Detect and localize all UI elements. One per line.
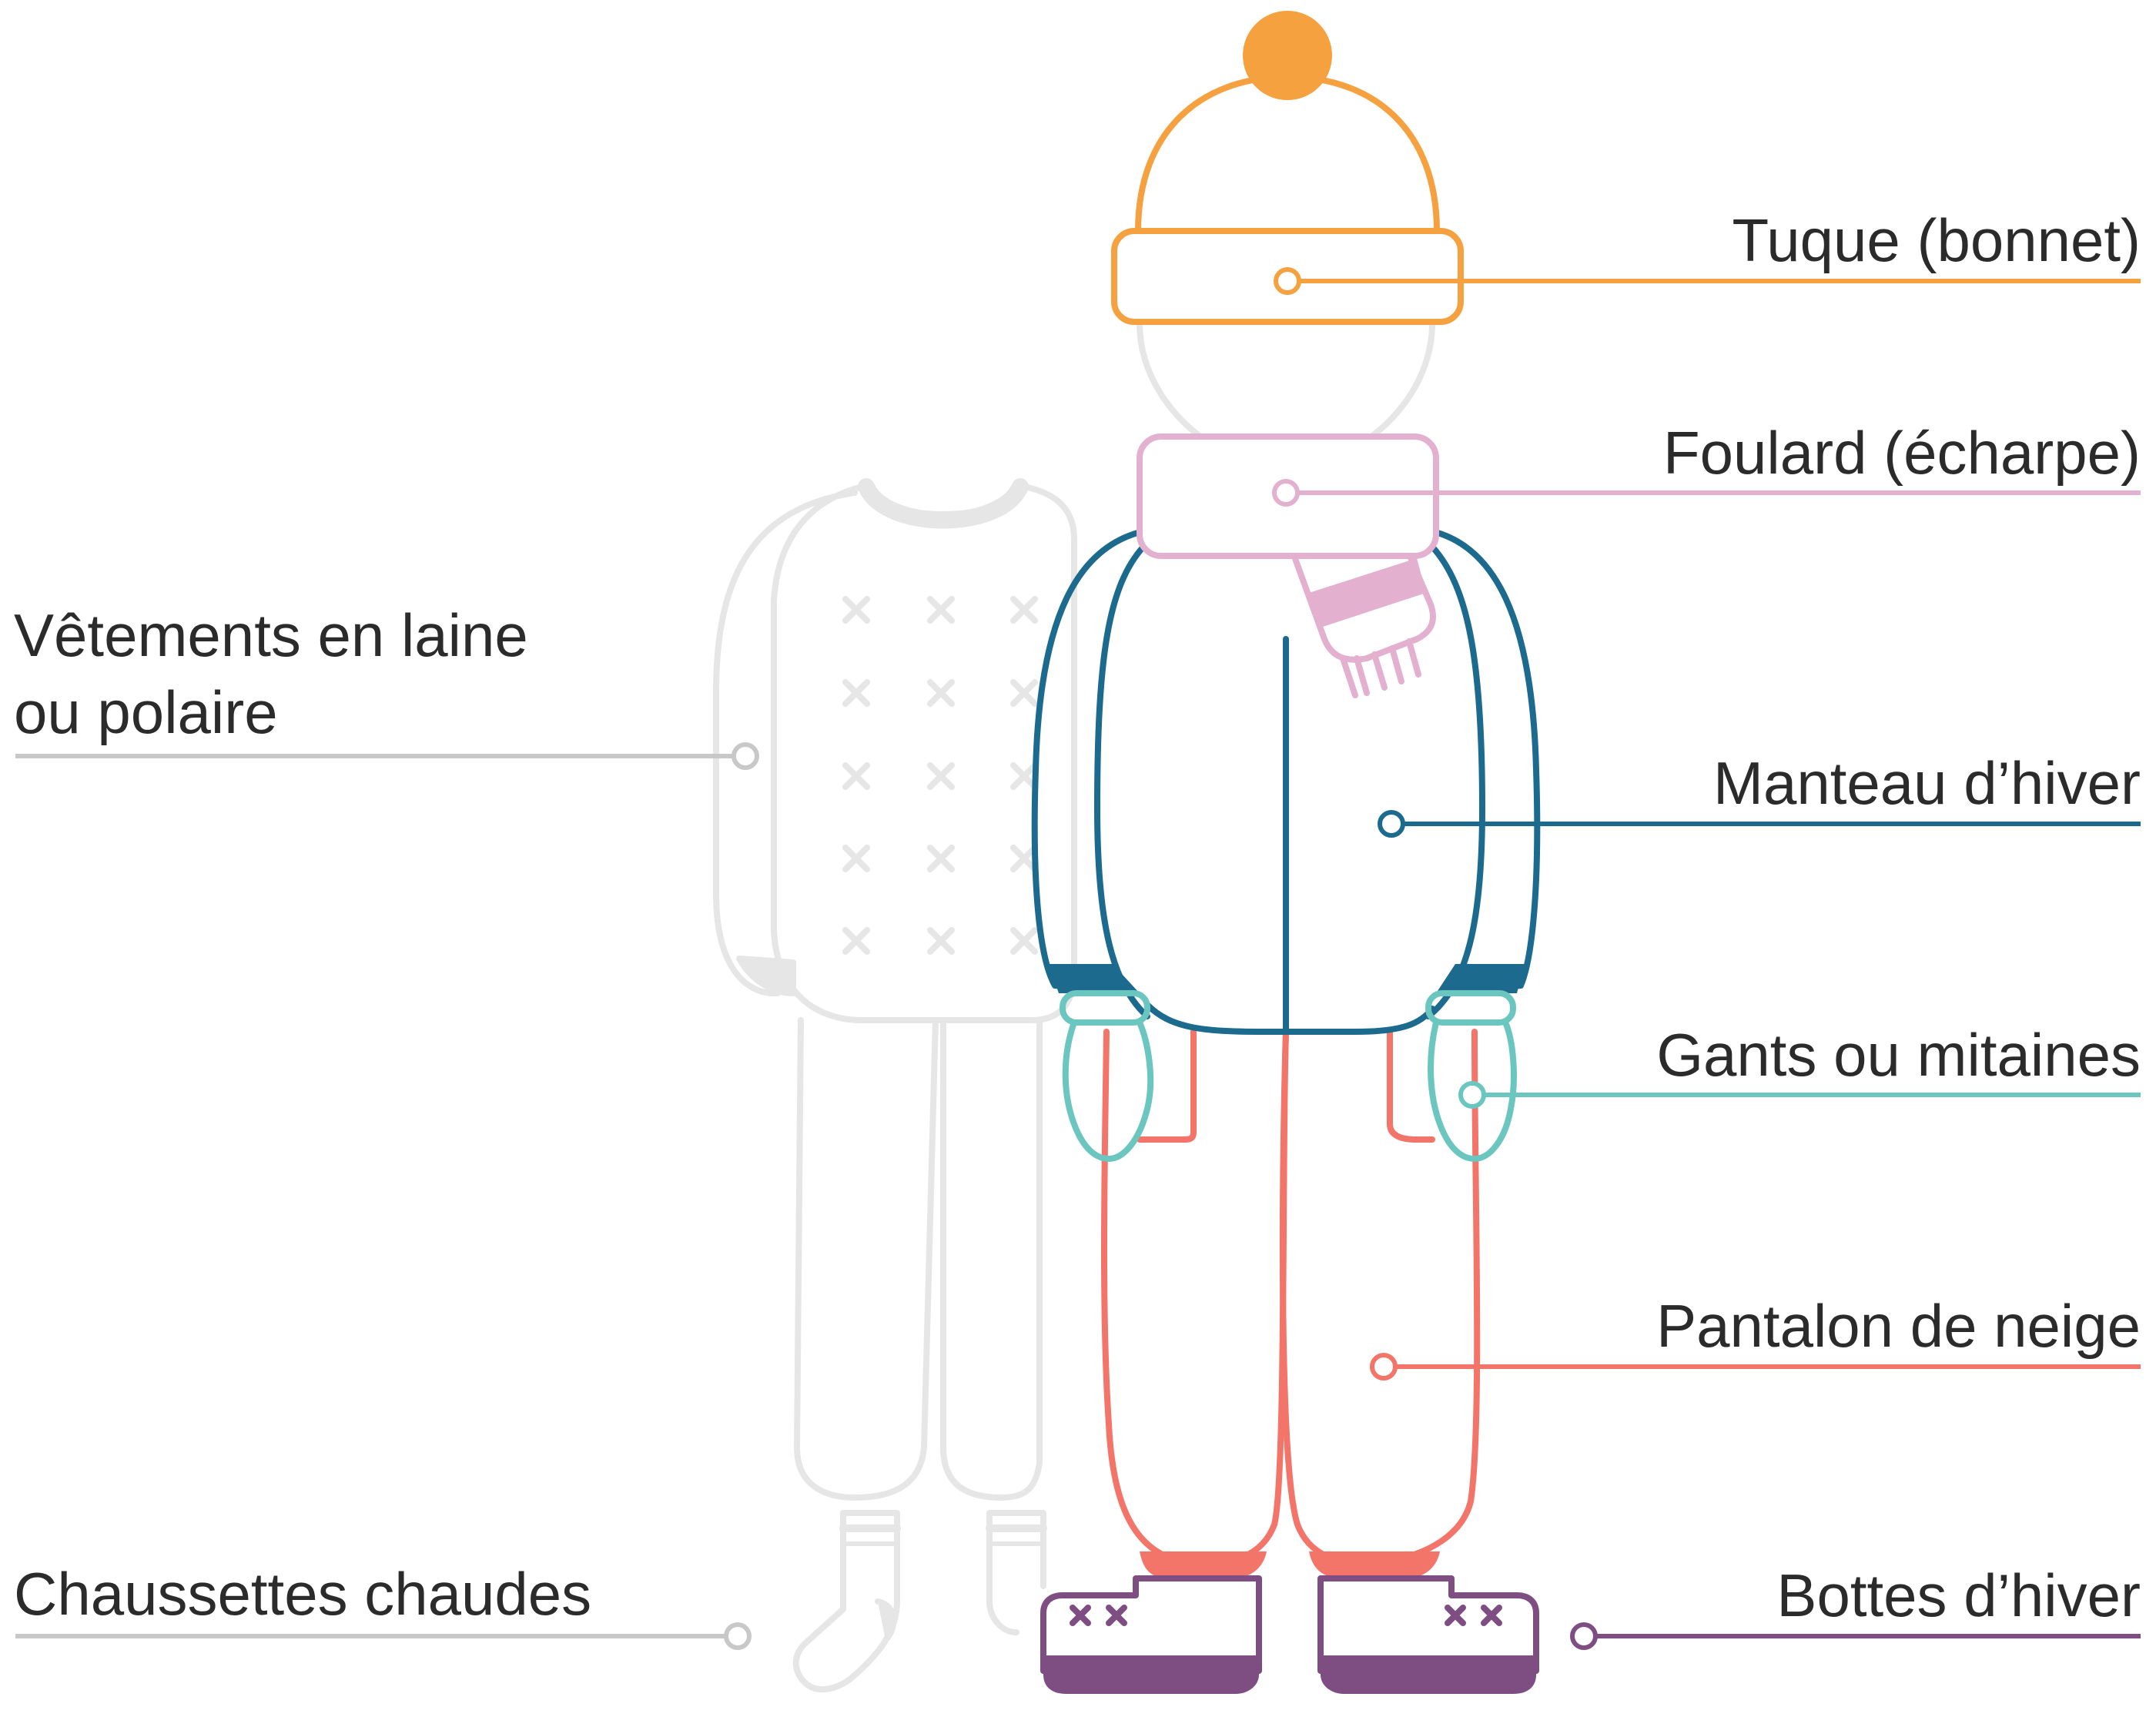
pants-cuff-right [1309, 1551, 1440, 1578]
label-socks: Chaussettes chaudes [14, 1560, 592, 1628]
cross-pattern-icon [842, 596, 1038, 955]
leader-line-wool [15, 742, 759, 770]
coat-cuff-left [1049, 964, 1140, 993]
cross-mark [1010, 762, 1038, 790]
wool-sweater-sleeve [713, 490, 858, 996]
cross-mark [927, 679, 955, 707]
label-wool-line1: Vêtements en laine [14, 601, 528, 669]
coat-cuff-right [1436, 964, 1525, 993]
cross-mark [842, 845, 870, 872]
label-hat: Tuque (bonnet) [1732, 206, 2141, 274]
label-pants: Pantalon de neige [1656, 1292, 2141, 1360]
leader-line-mittens [1458, 1081, 2141, 1109]
wool-pants [794, 1017, 939, 1501]
boot-sole-left [1043, 1655, 1259, 1694]
winter-boots [1040, 1575, 1539, 1674]
cross-mark [927, 762, 955, 790]
cross-mark [1010, 679, 1038, 707]
winter-coat [1031, 528, 1541, 1035]
cross-mark [842, 927, 870, 955]
label-wool-line2: ou polaire [14, 678, 278, 746]
label-mittens: Gants ou mitaines [1656, 1021, 2141, 1089]
face-outline [1137, 323, 1435, 450]
pants-cuff-left [1140, 1551, 1267, 1578]
leader-line-coat [1378, 810, 2141, 838]
label-scarf: Foulard (écharpe) [1663, 419, 2141, 487]
cross-mark [842, 762, 870, 790]
pompom-icon [1243, 11, 1332, 100]
cross-mark [842, 596, 870, 624]
warm-sock-right [986, 1510, 1046, 1589]
leader-line-hat [1274, 267, 2141, 295]
cross-mark [927, 596, 955, 624]
label-boots: Bottes d’hiver [1776, 1561, 2141, 1629]
cross-mark [1010, 927, 1038, 955]
wool-clothing-figure [713, 478, 1077, 1501]
cross-mark [927, 845, 955, 872]
leader-line-boots [1570, 1622, 2141, 1650]
sock-icon [792, 1510, 1047, 1693]
cross-mark [842, 679, 870, 707]
leader-line-pants [1370, 1353, 2141, 1381]
boot-sole-right [1321, 1655, 1536, 1694]
boot-cross-icon [1070, 1605, 1502, 1626]
cross-mark [1010, 596, 1038, 624]
cross-mark [1010, 845, 1038, 872]
label-coat: Manteau d’hiver [1713, 749, 2141, 817]
mittens [1060, 990, 1517, 1162]
leader-line-socks [15, 1622, 752, 1650]
snow-pants [1100, 1029, 1481, 1567]
cross-mark [927, 927, 955, 955]
scarf-tail [1291, 551, 1436, 698]
leader-line-scarf [1272, 479, 2141, 507]
